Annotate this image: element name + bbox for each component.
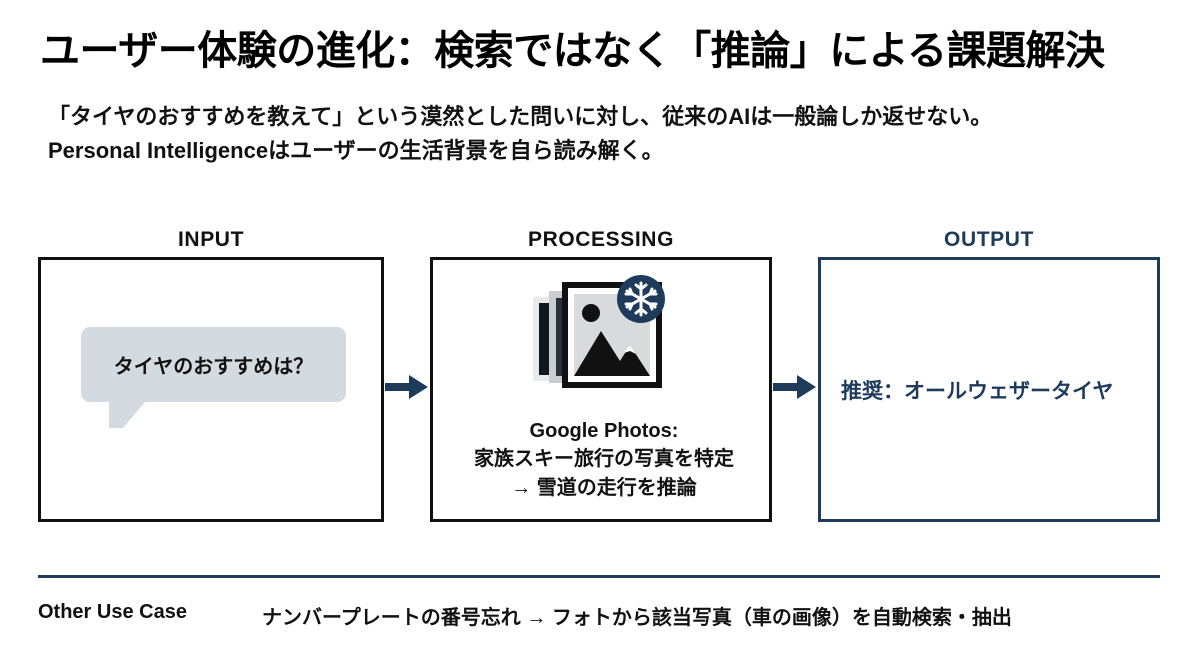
output-stage-box: 推奨：オールウェザータイヤ <box>818 257 1160 522</box>
footer-description: ナンバープレートの番号忘れ → フォトから該当写真（車の画像）を自動検索・抽出 <box>262 607 1012 629</box>
photo-card-front <box>562 282 662 388</box>
page-title: ユーザー体験の進化：検索ではなく「推論」による課題解決 <box>40 29 1105 73</box>
processing-caption-line-3: → 雪道の走行を推論 <box>511 476 697 499</box>
column-header-processing: PROCESSING <box>527 228 675 251</box>
subtitle-line-1: 「タイヤのおすすめを教えて」という漠然とした問いに対し、従来のAIは一般論しか返… <box>48 104 993 129</box>
subtitle-line-2: Personal Intelligenceはユーザーの生活背景を自ら読み解く。 <box>48 138 664 164</box>
footer-label: Other Use Case <box>38 601 187 623</box>
processing-caption-line-2: 家族スキー旅行の写真を特定 <box>474 448 734 471</box>
snowflake-badge-icon <box>617 275 665 323</box>
user-query-speech-bubble: タイヤのおすすめは？ <box>81 327 346 428</box>
processing-caption: Google Photos: 家族スキー旅行の写真を特定 → 雪道の走行を推論 <box>433 417 775 502</box>
arrow-input-to-processing-icon <box>385 375 428 399</box>
arrow-processing-to-output-icon <box>773 375 816 399</box>
processing-stage-box: Google Photos: 家族スキー旅行の写真を特定 → 雪道の走行を推論 <box>430 257 772 522</box>
output-recommendation-text: 推奨：オールウェザータイヤ <box>841 379 1114 403</box>
column-header-input: INPUT <box>178 228 244 251</box>
processing-caption-line-1: Google Photos: <box>529 420 679 442</box>
page-subtitle: 「タイヤのおすすめを教えて」という漠然とした問いに対し、従来のAIは一般論しか返… <box>48 100 1168 168</box>
footer-divider <box>38 575 1160 578</box>
photo-stack-with-snowflake-icon <box>533 275 665 388</box>
speech-bubble-tail <box>109 402 145 428</box>
user-query-text: タイヤのおすすめは？ <box>113 356 314 378</box>
column-header-output: OUTPUT <box>944 228 1034 251</box>
input-stage-box: タイヤのおすすめは？ <box>38 257 384 522</box>
